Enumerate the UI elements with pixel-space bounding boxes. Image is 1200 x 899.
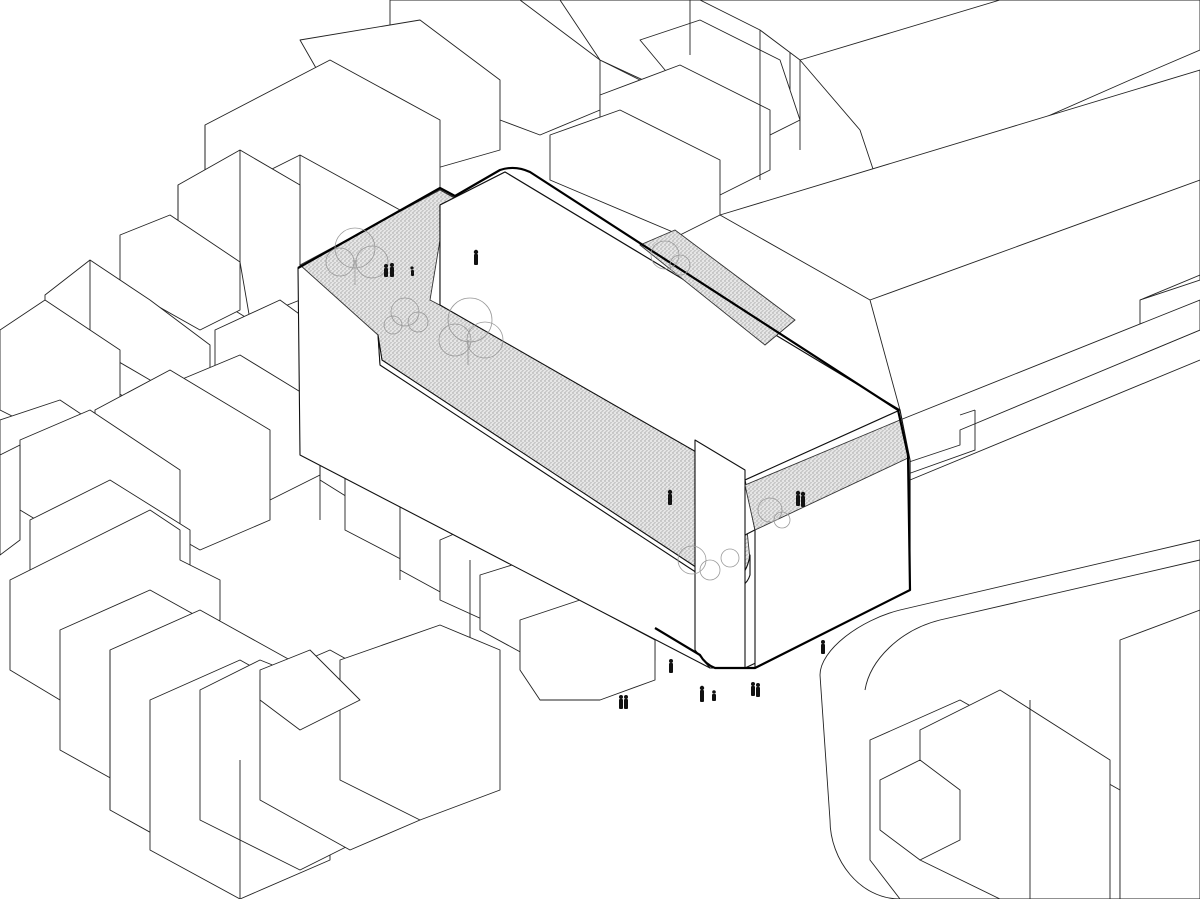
- person-icon: [669, 659, 673, 673]
- tree-icon: [757, 497, 791, 529]
- person-icon: [390, 263, 394, 277]
- people-figures: [384, 249, 825, 709]
- person-icon: [473, 249, 479, 265]
- person-icon: [795, 490, 801, 506]
- context-buildings-southwest: [0, 299, 656, 899]
- person-icon: [667, 489, 673, 505]
- person-icon: [624, 695, 628, 709]
- person-icon: [384, 264, 388, 277]
- person-icon: [410, 266, 414, 276]
- tree-icon: [650, 240, 691, 276]
- person-icon: [821, 640, 825, 654]
- person-icon: [800, 491, 806, 507]
- building-outline: [297, 166, 912, 670]
- tree-icon: [438, 297, 504, 365]
- tree-icon: [383, 297, 429, 335]
- tree-icon: [325, 227, 389, 285]
- trees: [325, 227, 791, 581]
- person-icon: [699, 685, 705, 702]
- person-icon: [619, 695, 623, 709]
- context-buildings-north: [0, 0, 1200, 501]
- person-icon: [756, 683, 760, 697]
- person-icon: [751, 682, 755, 696]
- person-icon: [712, 690, 716, 701]
- context-buildings-southeast: [819, 539, 1200, 899]
- tree-icon: [677, 545, 740, 581]
